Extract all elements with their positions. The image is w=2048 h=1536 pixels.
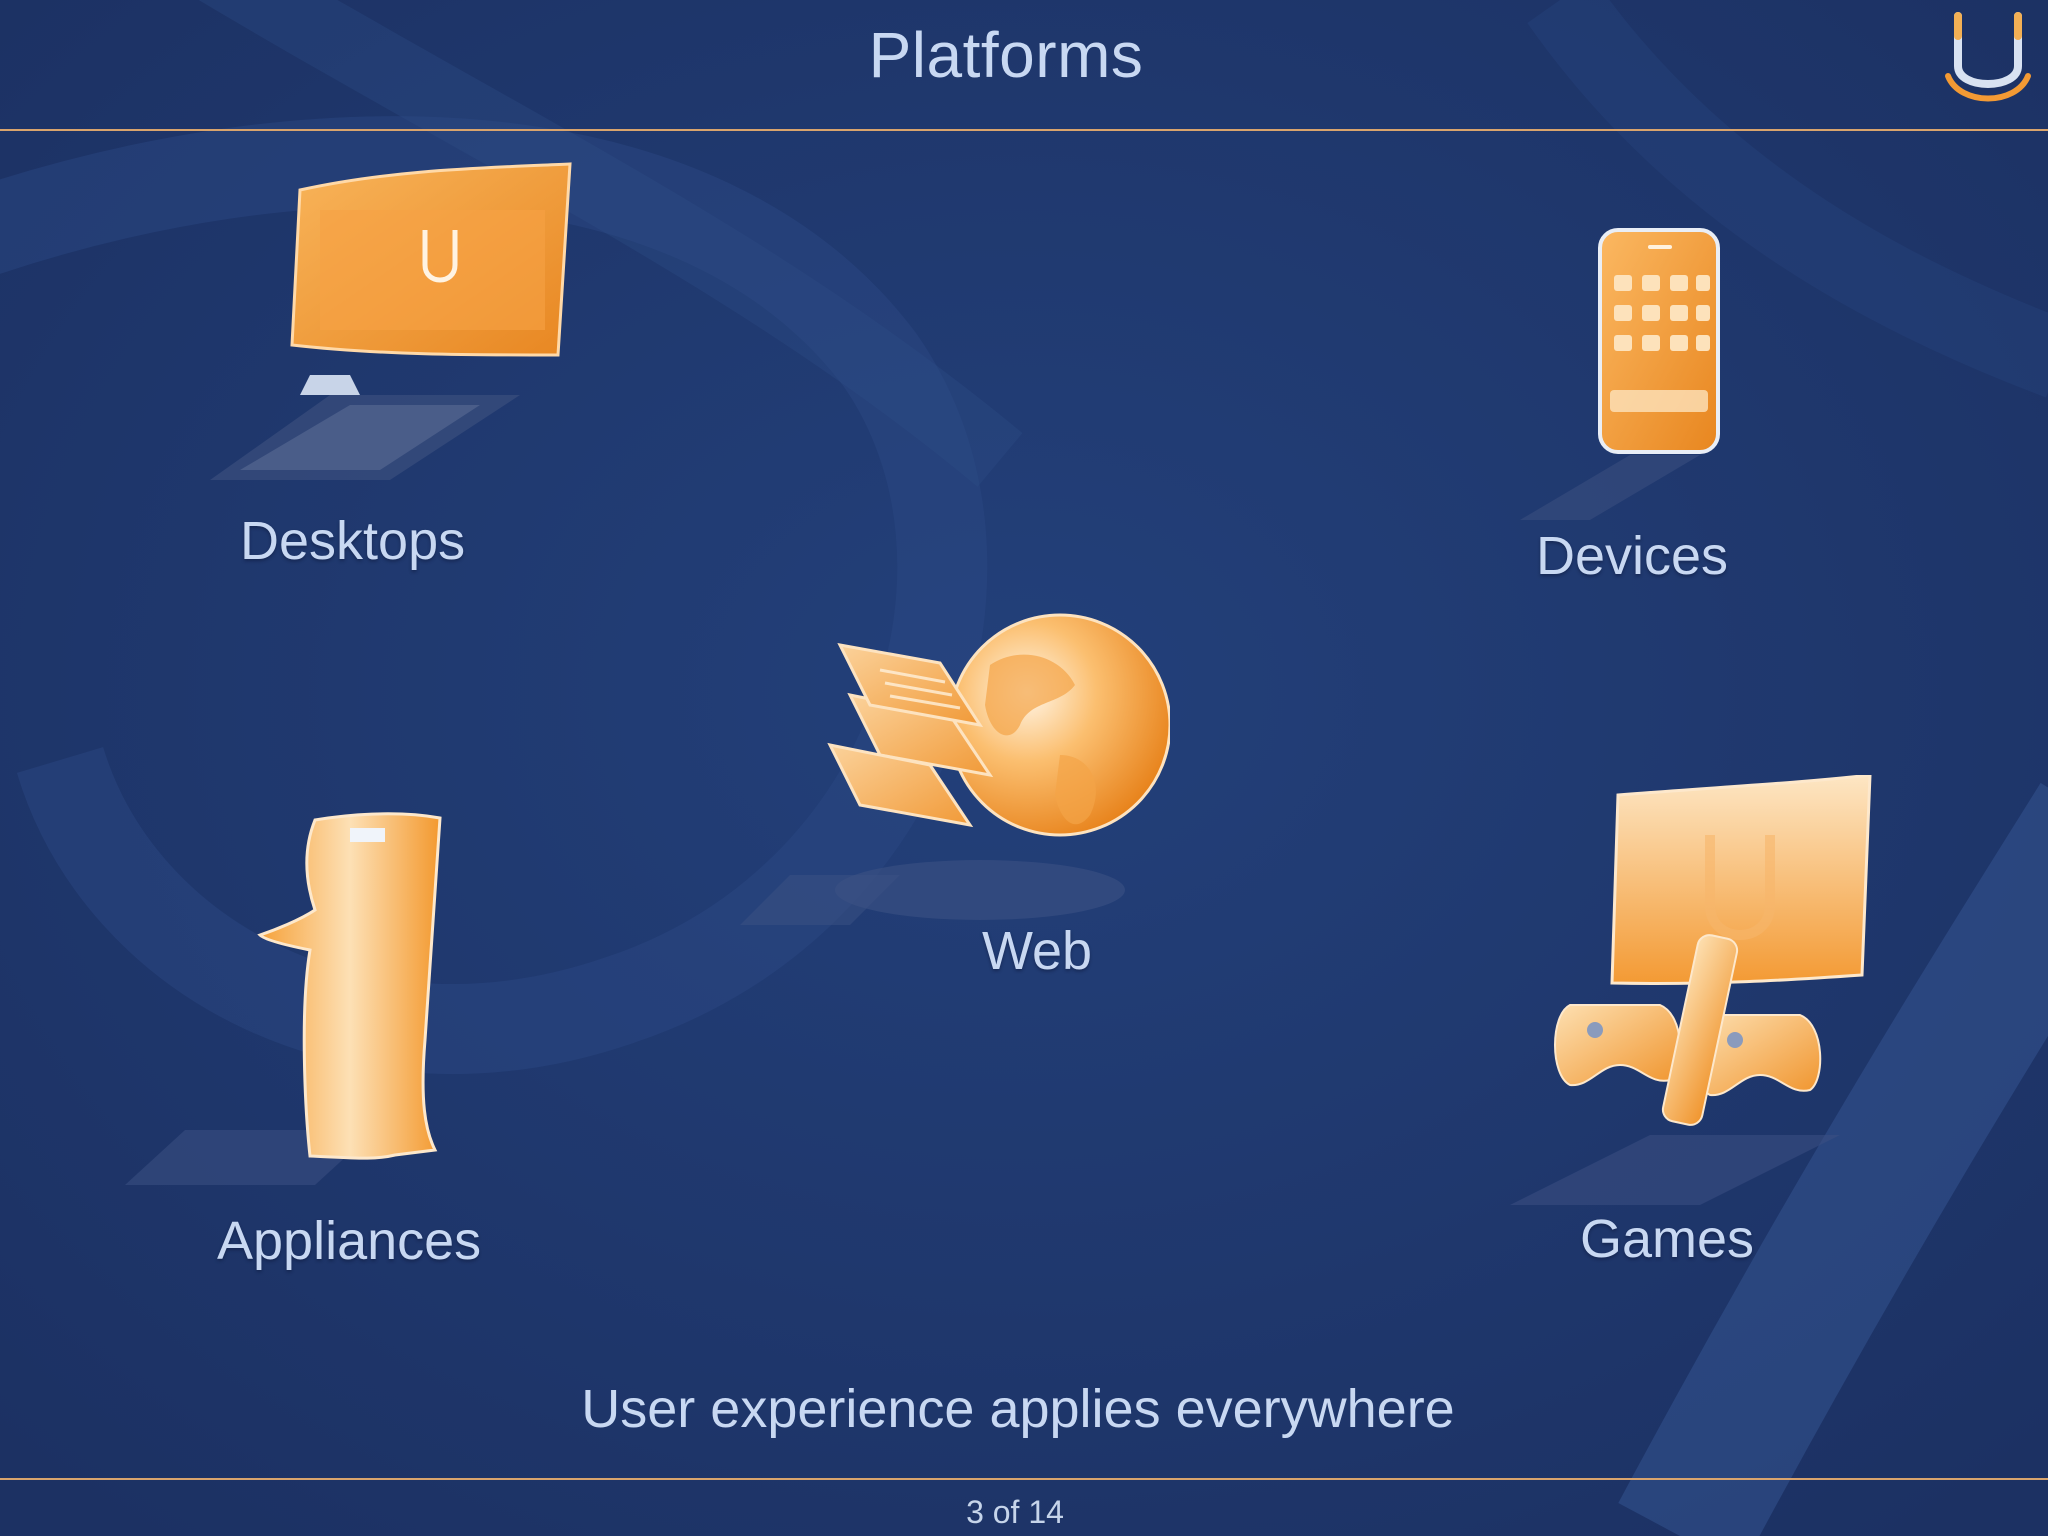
platform-label: Web: [982, 921, 1093, 981]
header-divider: [0, 129, 2048, 131]
platform-label: Games: [1580, 1209, 1755, 1269]
platform-devices[interactable]: Devices: [1500, 225, 1780, 600]
horseshoe-logo-icon: [1945, 12, 2031, 102]
slide-title: Platforms: [868, 19, 1144, 91]
platform-appliances[interactable]: Appliances: [125, 810, 525, 1280]
platform-games[interactable]: Games: [1500, 775, 1900, 1275]
game-console-icon: [1510, 775, 1872, 1205]
slide-counter: 3 of 14: [966, 1494, 1064, 1530]
kiosk-icon: [125, 812, 442, 1185]
footer-divider: [0, 1478, 2048, 1480]
platform-web[interactable]: Web: [730, 605, 1170, 985]
platform-label: Devices: [1536, 526, 1729, 586]
smartphone-icon: [1520, 228, 1720, 520]
platform-desktops[interactable]: Desktops: [180, 150, 600, 590]
desktop-monitor-icon: [210, 162, 572, 480]
slide-tagline: User experience applies everywhere: [581, 1379, 1455, 1439]
platform-label: Desktops: [240, 511, 466, 571]
slide-header: Platforms: [0, 0, 2048, 130]
platform-label: Appliances: [217, 1211, 482, 1271]
globe-documents-icon: [740, 613, 1170, 925]
